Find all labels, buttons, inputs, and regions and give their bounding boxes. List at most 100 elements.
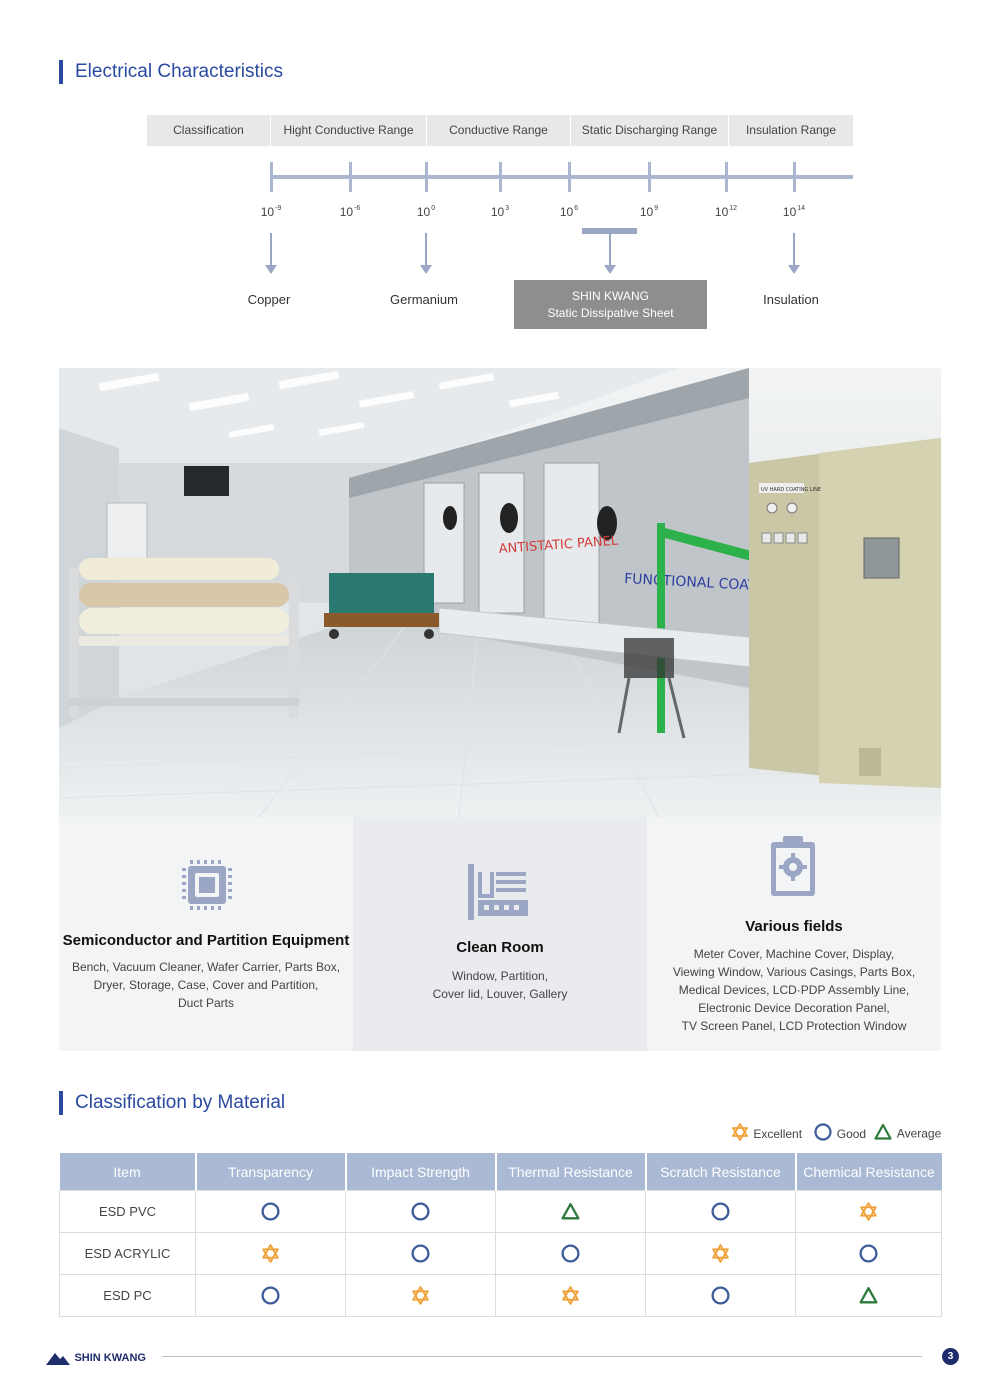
scale-tick	[648, 162, 651, 192]
insulation-label: Insulation	[763, 292, 819, 307]
field-desc-line: Dryer, Storage, Case, Cover and Partitio…	[93, 978, 319, 992]
clean-room-icon	[468, 864, 528, 920]
field-desc-line: Meter Cover, Machine Cover, Display,	[693, 947, 895, 961]
range-header-static-discharging: Static Discharging Range	[571, 115, 729, 146]
scale-exponent-label: 10-6	[339, 205, 361, 219]
field-desc-clean-room: Window, Partition, Cover lid, Louver, Ga…	[353, 967, 647, 1003]
field-desc-line: Electronic Device Decoration Panel,	[698, 1001, 890, 1015]
scale-exponent-label: 1014	[782, 205, 806, 219]
rating-cell	[345, 1232, 496, 1275]
rating-cell	[795, 1274, 942, 1317]
field-title-clean-room: Clean Room	[456, 939, 544, 956]
page-number: 3	[942, 1348, 959, 1365]
good-circle-icon	[261, 1202, 280, 1221]
field-desc-semiconductor: Bench, Vacuum Cleaner, Wafer Carrier, Pa…	[59, 958, 353, 1012]
good-circle-icon	[561, 1244, 580, 1263]
material-name-cell: ESD ACRYLIC	[59, 1232, 196, 1275]
range-header-conductive: Conductive Range	[427, 115, 571, 146]
resistance-scale-line	[271, 175, 853, 179]
scale-tick	[568, 162, 571, 192]
table-row: ESD PVC	[59, 1190, 942, 1233]
legend-excellent-label: Excellent	[753, 1126, 803, 1141]
scale-tick	[725, 162, 728, 192]
average-triangle-icon	[859, 1286, 878, 1304]
footer-brand: SHIN KWANG	[74, 1351, 146, 1364]
field-desc-line: Bench, Vacuum Cleaner, Wafer Carrier, Pa…	[71, 960, 341, 974]
good-circle-icon	[411, 1244, 430, 1263]
rating-cell	[645, 1274, 796, 1317]
table-header-cell: Thermal Resistance	[495, 1153, 647, 1191]
rating-cell	[795, 1190, 942, 1233]
table-row: ESD ACRYLIC	[59, 1232, 942, 1275]
legend-average-label: Average	[896, 1126, 942, 1141]
section-title-electrical: Electrical Characteristics	[59, 60, 283, 84]
range-header: Classification Hight Conductive Range Co…	[147, 115, 853, 146]
rating-cell	[345, 1274, 496, 1317]
shin-kwang-arrow	[604, 234, 616, 274]
excellent-star-icon	[732, 1123, 748, 1141]
shin-kwang-box-line2: Static Dissipative Sheet	[547, 306, 674, 320]
field-desc-various: Meter Cover, Machine Cover, Display, Vie…	[647, 945, 941, 1035]
scale-exponent-label: 100	[416, 205, 436, 219]
table-row: ESD PC	[59, 1274, 942, 1317]
rating-cell	[495, 1190, 646, 1233]
range-header-classification: Classification	[147, 115, 271, 146]
copper-label: Copper	[247, 292, 291, 307]
copper-arrow	[265, 233, 277, 274]
table-header-cell: Scratch Resistance	[645, 1153, 797, 1191]
good-circle-icon	[261, 1286, 280, 1305]
good-circle-icon	[859, 1244, 878, 1263]
rating-cell	[495, 1232, 646, 1275]
application-fields: Semiconductor and Partition Equipment Be…	[59, 817, 941, 1051]
average-triangle-icon	[561, 1202, 580, 1220]
field-desc-line: TV Screen Panel, LCD Protection Window	[681, 1019, 907, 1033]
table-header-cell: Chemical Resistance	[795, 1153, 942, 1191]
cabinet-sign	[759, 483, 804, 493]
shin-kwang-sheet-box: SHIN KWANG Static Dissipative Sheet	[514, 280, 707, 329]
excellent-legend-icon	[730, 1122, 750, 1145]
material-table: Item Transparency Impact Strength Therma…	[59, 1153, 942, 1317]
rating-cell	[345, 1190, 496, 1233]
material-name-cell: ESD PVC	[59, 1190, 196, 1233]
scale-exponent-label: 1012	[714, 205, 738, 219]
legend-good-label: Good	[836, 1126, 867, 1141]
average-legend-icon	[873, 1122, 893, 1145]
good-circle-icon	[711, 1286, 730, 1305]
rating-cell	[195, 1190, 346, 1233]
field-desc-line: Window, Partition,	[451, 969, 549, 983]
good-circle-icon	[814, 1123, 832, 1141]
range-header-high-conductive: Hight Conductive Range	[271, 115, 427, 146]
rating-cell	[195, 1232, 346, 1275]
rating-cell	[195, 1274, 346, 1317]
average-triangle-icon	[874, 1123, 893, 1140]
scale-exponent-label: 10-9	[260, 205, 282, 219]
excellent-star-icon	[712, 1244, 729, 1263]
excellent-star-icon	[262, 1244, 279, 1263]
material-name-cell: ESD PC	[59, 1274, 196, 1317]
germanium-label: Germanium	[390, 292, 458, 307]
footer-divider	[162, 1356, 922, 1357]
field-title-semiconductor: Semiconductor and Partition Equipment	[62, 932, 350, 949]
range-header-insulation: Insulation Range	[745, 123, 837, 137]
table-header-cell: Transparency	[195, 1153, 347, 1191]
footer-logo: SHIN KWANG	[46, 1349, 146, 1367]
section-title-classification: Classification by Material	[59, 1091, 285, 1115]
good-circle-icon	[711, 1202, 730, 1221]
field-card-semiconductor: Semiconductor and Partition Equipment Be…	[59, 817, 353, 1051]
excellent-star-icon	[562, 1286, 579, 1305]
chip-icon	[182, 860, 232, 910]
rating-cell	[795, 1232, 942, 1275]
insulation-arrow	[788, 233, 800, 274]
field-desc-line: Cover lid, Louver, Gallery	[432, 987, 568, 1001]
table-header-cell: Impact Strength	[345, 1153, 497, 1191]
rating-cell	[645, 1190, 796, 1233]
scale-exponent-label: 109	[639, 205, 659, 219]
rating-cell	[495, 1274, 646, 1317]
table-header-row: Item Transparency Impact Strength Therma…	[59, 1153, 942, 1191]
cabinet-sign-text: UV HARD COATING LINE	[761, 487, 821, 493]
germanium-arrow	[420, 233, 432, 274]
good-legend-icon	[813, 1122, 833, 1145]
static-range-bar	[582, 228, 637, 234]
excellent-star-icon	[412, 1286, 429, 1305]
